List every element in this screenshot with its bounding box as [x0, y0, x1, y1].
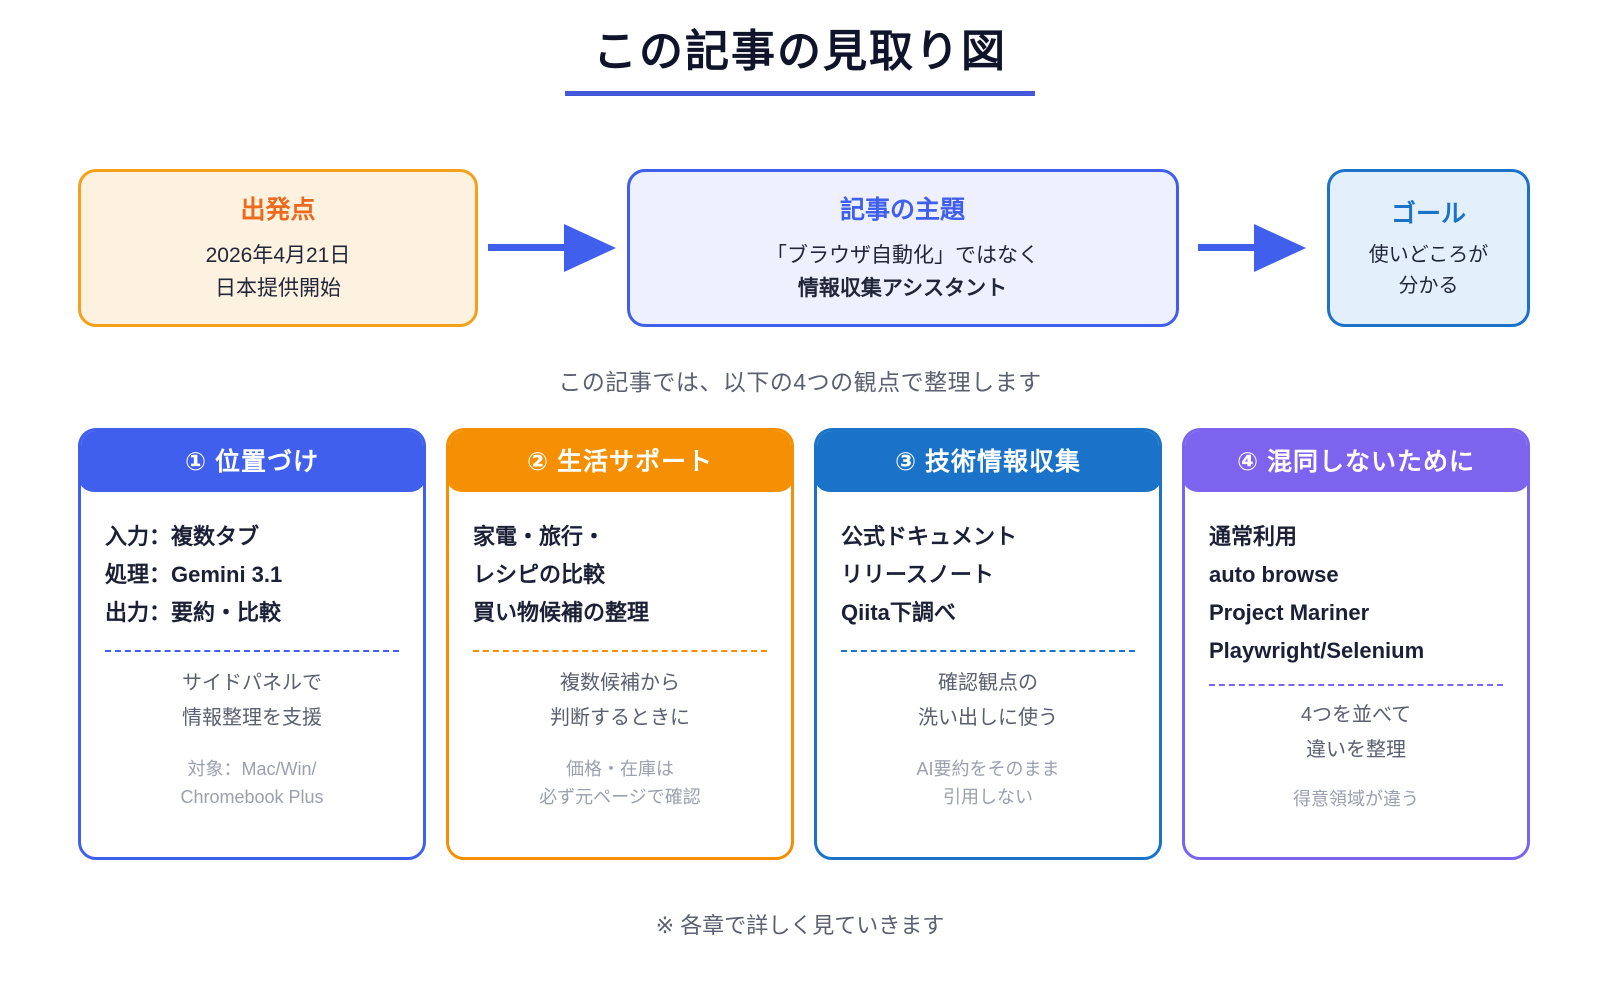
card-item: 入力：複数タブ: [105, 524, 260, 549]
arrow-right-icon-1: [478, 218, 627, 278]
card-item: レシピの比較: [473, 562, 606, 587]
card-tech-research-body: 公式ドキュメント リリースノート Qiita下調べ 確認観点の 洗い出しに使う …: [817, 492, 1159, 857]
card-disambiguation-body: 通常利用 auto browse Project Mariner Playwri…: [1185, 492, 1527, 857]
card-footnote: AI要約をそのまま 引用しない: [841, 756, 1135, 812]
card-item: 公式ドキュメント: [841, 524, 1018, 549]
card-footnote-line: 得意領域が違う: [1293, 789, 1419, 809]
card-life-support: ② 生活サポート 家電・旅行・ レシピの比較 買い物候補の整理 複数候補から 判…: [446, 428, 794, 860]
flow-box-start-line2: 日本提供開始: [215, 277, 341, 300]
card-note-line: サイドパネルで: [182, 672, 322, 694]
card-footnote: 価格・在庫は 必ず元ページで確認: [473, 756, 767, 812]
flow-diagram: 出発点 2026年4月21日 日本提供開始 記事の主題 「ブラウザ自動化」ではな…: [78, 168, 1530, 328]
title-underline: [565, 90, 1035, 96]
card-divider: [105, 650, 399, 652]
card-note-line: 情報整理を支援: [182, 707, 322, 729]
flow-box-theme: 記事の主題 「ブラウザ自動化」ではなく 情報収集アシスタント: [626, 169, 1179, 327]
card-note-line: 複数候補から: [560, 672, 680, 694]
card-disambiguation-items: 通常利用 auto browse Project Mariner Playwri…: [1209, 518, 1503, 670]
card-item: リリースノート: [841, 562, 994, 587]
card-tech-research-items: 公式ドキュメント リリースノート Qiita下調べ: [841, 518, 1135, 632]
flow-box-start: 出発点 2026年4月21日 日本提供開始: [78, 169, 478, 327]
arrow-right-icon-2: [1179, 218, 1328, 278]
card-note: サイドパネルで 情報整理を支援: [105, 666, 399, 736]
card-positioning-body: 入力：複数タブ 処理：Gemini 3.1 出力：要約・比較 サイドパネルで 情…: [81, 492, 423, 857]
card-item: 出力：要約・比較: [105, 600, 282, 625]
card-item: 家電・旅行・: [473, 524, 606, 549]
flow-box-start-line1: 2026年4月21日: [205, 244, 351, 268]
bottom-note: ※ 各章で詳しく見ていきます: [655, 913, 945, 938]
card-life-support-header: ② 生活サポート: [449, 431, 791, 492]
card-note-line: 判断するときに: [550, 707, 690, 729]
card-divider: [1209, 684, 1503, 686]
flow-box-theme-line2: 情報収集アシスタント: [797, 277, 1008, 300]
card-footnote-line: 対象：Mac/Win/: [187, 759, 317, 779]
card-item: 通常利用: [1209, 524, 1298, 549]
flow-box-goal-line2: 分かる: [1398, 275, 1459, 297]
card-grid: ① 位置づけ 入力：複数タブ 処理：Gemini 3.1 出力：要約・比較 サイ…: [78, 428, 1530, 860]
card-footnote-line: 引用しない: [943, 786, 1033, 807]
flow-box-goal: ゴール 使いどころが 分かる: [1327, 169, 1530, 327]
card-note-line: 違いを整理: [1306, 739, 1406, 761]
card-item: Project Mariner: [1209, 600, 1370, 625]
card-note: 複数候補から 判断するときに: [473, 666, 767, 736]
card-disambiguation: ④ 混同しないために 通常利用 auto browse Project Mari…: [1182, 428, 1530, 860]
flow-box-theme-line1: 「ブラウザ自動化」ではなく: [766, 244, 1039, 268]
card-divider: [473, 650, 767, 652]
flow-box-goal-line1: 使いどころが: [1368, 244, 1489, 266]
card-positioning-header: ① 位置づけ: [81, 431, 423, 492]
card-item: auto browse: [1209, 562, 1339, 587]
card-life-support-items: 家電・旅行・ レシピの比較 買い物候補の整理: [473, 518, 767, 632]
card-disambiguation-header: ④ 混同しないために: [1185, 431, 1527, 492]
card-item: Playwright/Selenium: [1209, 638, 1425, 663]
flow-box-goal-title: ゴール: [1390, 200, 1466, 228]
card-footnote-line: 価格・在庫は: [566, 759, 674, 779]
page-title-block: この記事の見取り図: [0, 0, 1600, 96]
card-item: 処理：Gemini 3.1: [105, 562, 283, 587]
card-positioning-items: 入力：複数タブ 処理：Gemini 3.1 出力：要約・比較: [105, 518, 399, 632]
flow-box-theme-title: 記事の主題: [839, 196, 965, 225]
card-note: 4つを並べて 違いを整理: [1209, 698, 1503, 768]
card-note: 確認観点の 洗い出しに使う: [841, 666, 1135, 736]
flow-box-start-title: 出発点: [240, 196, 316, 225]
card-item: Qiita下調べ: [841, 600, 956, 625]
card-tech-research: ③ 技術情報収集 公式ドキュメント リリースノート Qiita下調べ 確認観点の…: [814, 428, 1162, 860]
page-title: この記事の見取り図: [593, 27, 1007, 76]
card-tech-research-header: ③ 技術情報収集: [817, 431, 1159, 492]
card-positioning: ① 位置づけ 入力：複数タブ 処理：Gemini 3.1 出力：要約・比較 サイ…: [78, 428, 426, 860]
card-note-line: 確認観点の: [938, 672, 1038, 694]
card-note-line: 洗い出しに使う: [918, 707, 1058, 729]
card-footnote-line: Chromebook Plus: [180, 786, 324, 807]
card-footnote: 対象：Mac/Win/ Chromebook Plus: [105, 756, 399, 812]
section-subtitle: この記事では、以下の4つの観点で整理します: [558, 369, 1042, 395]
card-footnote: 得意領域が違う: [1209, 786, 1503, 814]
card-life-support-body: 家電・旅行・ レシピの比較 買い物候補の整理 複数候補から 判断するときに 価格…: [449, 492, 791, 857]
card-footnote-line: AI要約をそのまま: [916, 759, 1060, 779]
card-item: 買い物候補の整理: [473, 600, 650, 625]
card-note-line: 4つを並べて: [1300, 704, 1412, 726]
card-footnote-line: 必ず元ページで確認: [539, 786, 701, 807]
card-divider: [841, 650, 1135, 652]
